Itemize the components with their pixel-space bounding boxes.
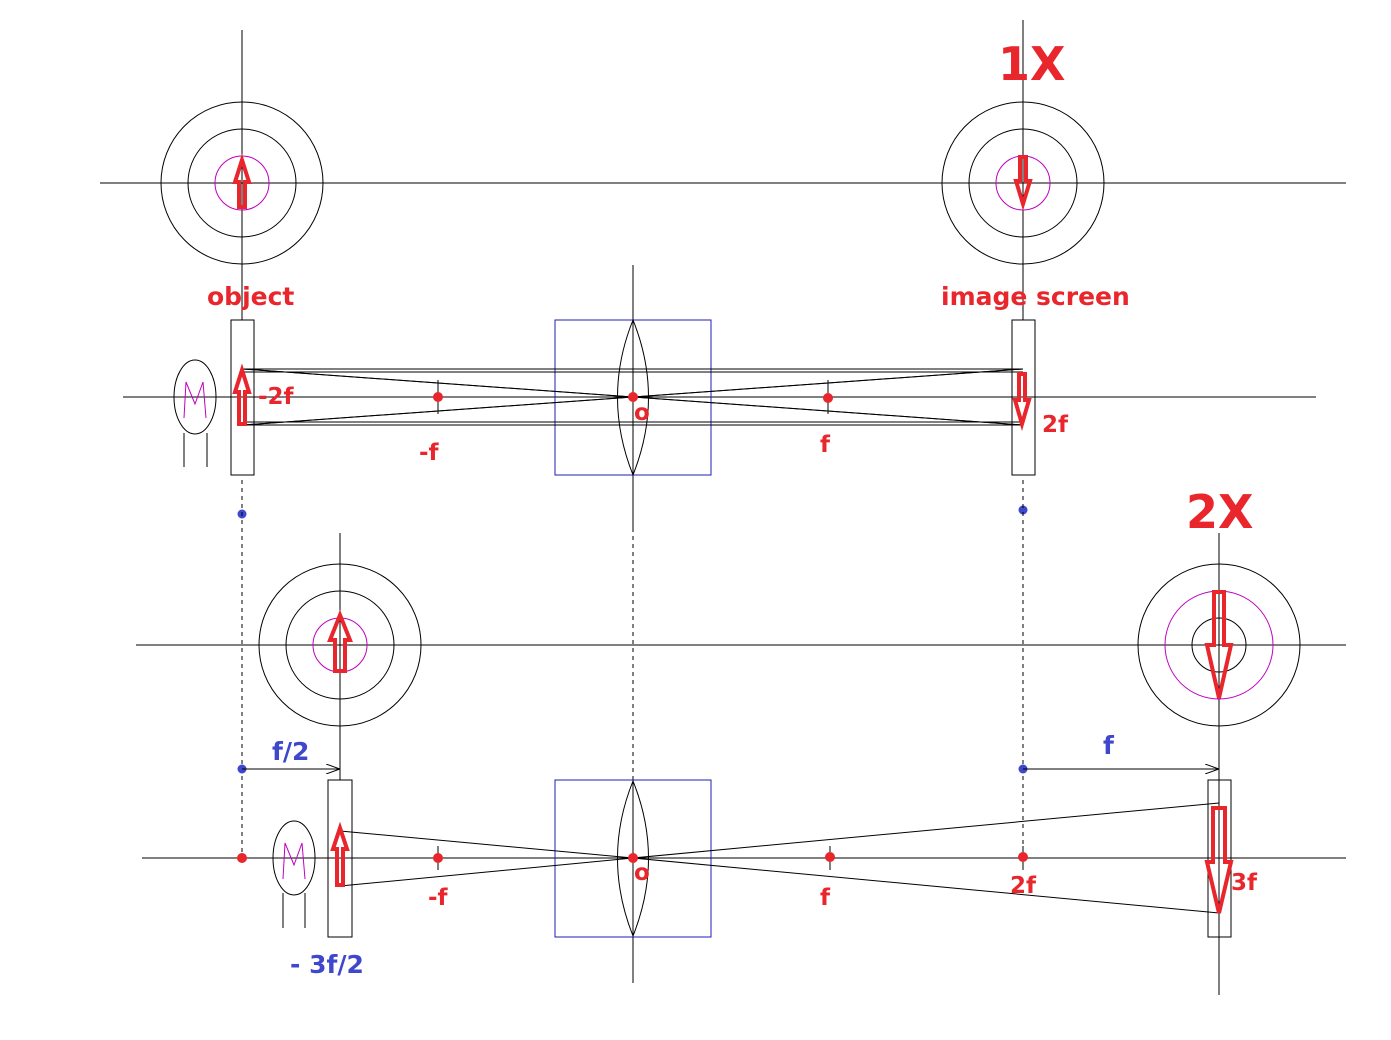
bottom-3f-label: 3f [1231, 870, 1258, 896]
top-minus-2f-label: -2f [258, 384, 295, 410]
bottom-minus-f-dot [433, 853, 443, 863]
bottom-2f-dot [1018, 852, 1028, 862]
top-eye-icon [173, 359, 217, 435]
top-origin-dot [628, 392, 638, 402]
image-middle-circle [968, 128, 1078, 238]
magnification-2x-label: 2X [1186, 485, 1253, 539]
bottom-image-arrow-down-icon [1204, 590, 1234, 699]
top-object-holder [230, 319, 255, 476]
bottom-origin-dot [628, 853, 638, 863]
bottom-minus-f-label: -f [428, 885, 449, 911]
image-arrow-down-icon [1013, 155, 1033, 211]
object-outer-circle [160, 101, 324, 265]
top-image-arrow-icon [1012, 372, 1032, 432]
top-minus-f-label: -f [419, 440, 440, 466]
bottom-o-label: o [634, 860, 650, 886]
top-f-dot [823, 393, 833, 403]
bottom-object-middle-circle [285, 590, 395, 700]
bottom-front-views [136, 533, 1346, 995]
object-middle-circle [187, 128, 297, 238]
bottom-image-arrow-icon [1204, 806, 1234, 914]
bottom-eye-mark-icon [282, 842, 306, 880]
top-screen-holder [1011, 319, 1036, 476]
bottom-object-arrow-icon [330, 821, 350, 887]
top-o-label: o [634, 400, 650, 426]
bottom-object-holder [327, 779, 353, 938]
bottom-convex-lens [617, 779, 649, 938]
magnification-1x-label: 1X [998, 37, 1065, 91]
bottom-minus-2f-dot [237, 853, 247, 863]
top-f-label: f [820, 432, 831, 458]
object-arrow-up-icon [232, 153, 252, 209]
image-screen-label: image screen [941, 282, 1130, 311]
top-convex-lens [617, 318, 649, 477]
minus-3f-over-2-label: - 3f/2 [290, 950, 364, 979]
image-outer-circle [941, 101, 1105, 265]
object-label: object [207, 282, 294, 311]
bottom-image-outer-circle [1137, 563, 1301, 727]
top-eye-mark-icon [183, 381, 207, 419]
bottom-object-arrow-up-icon [327, 609, 353, 673]
bottom-screen-holder [1207, 779, 1232, 938]
top-right-reference-dot [1018, 505, 1028, 515]
bottom-side-view [142, 779, 1346, 983]
bottom-2f-label: 2f [1010, 873, 1037, 899]
bottom-eye-icon [272, 820, 316, 896]
top-side-view [123, 265, 1316, 528]
bottom-f-label: f [820, 885, 831, 911]
bottom-image-inner-circle [1191, 617, 1247, 673]
shift-f-label: f [1103, 731, 1115, 760]
top-front-views [100, 20, 1346, 320]
bottom-f-dot [825, 852, 835, 862]
shift-half-f-label: f/2 [272, 737, 309, 766]
top-object-arrow-icon [232, 363, 252, 426]
bottom-object-outer-circle [258, 563, 422, 727]
top-minus-f-dot [433, 392, 443, 402]
top-2f-label: 2f [1042, 412, 1069, 438]
